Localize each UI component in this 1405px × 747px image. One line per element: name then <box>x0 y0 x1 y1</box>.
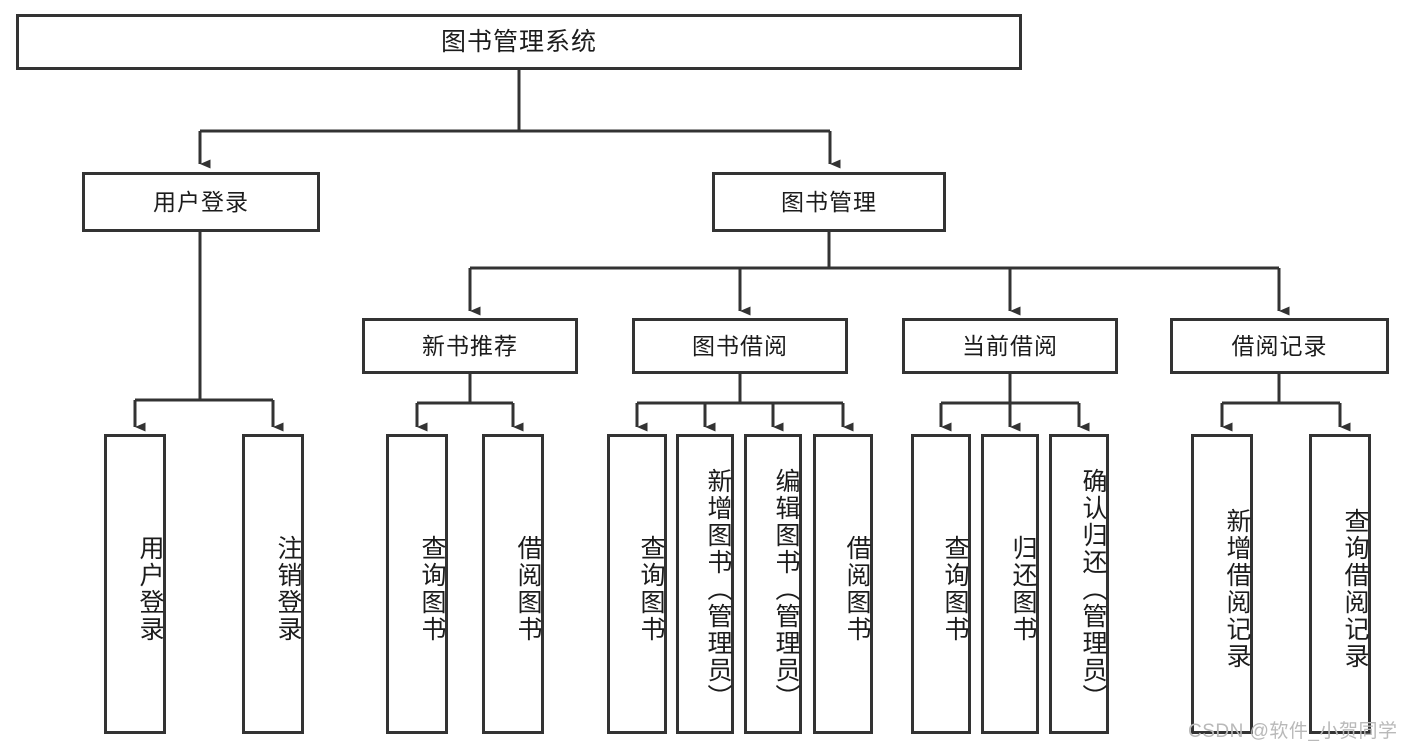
node-new-book-recommend[interactable]: 新书推荐 <box>362 318 578 374</box>
leaf-new-book-borrow[interactable]: 借阅图书 <box>482 434 544 734</box>
node-user-login[interactable]: 用户登录 <box>82 172 320 232</box>
leaf-label: 注销登录 <box>274 535 302 643</box>
leaf-label: 确认归还（管理员） <box>1079 467 1107 711</box>
leaf-label: 查询借阅记录 <box>1341 508 1369 670</box>
leaf-book-borrow-query[interactable]: 查询图书 <box>607 434 667 734</box>
leaf-current-borrow-query[interactable]: 查询图书 <box>911 434 971 734</box>
node-root-system[interactable]: 图书管理系统 <box>16 14 1022 70</box>
node-book-borrow[interactable]: 图书借阅 <box>632 318 848 374</box>
leaf-label: 查询图书 <box>941 535 969 643</box>
node-borrow-record[interactable]: 借阅记录 <box>1170 318 1389 374</box>
leaf-borrow-record-query[interactable]: 查询借阅记录 <box>1309 434 1371 734</box>
leaf-borrow-record-add[interactable]: 新增借阅记录 <box>1191 434 1253 734</box>
leaf-label: 新增借阅记录 <box>1223 508 1251 670</box>
leaf-book-borrow-edit[interactable]: 编辑图书（管理员） <box>744 434 802 734</box>
leaf-label: 用户登录 <box>136 535 164 643</box>
leaf-label: 编辑图书（管理员） <box>772 467 800 711</box>
node-book-management[interactable]: 图书管理 <box>712 172 946 232</box>
leaf-book-borrow-borrow[interactable]: 借阅图书 <box>813 434 873 734</box>
leaf-user-login-logout[interactable]: 注销登录 <box>242 434 304 734</box>
leaf-label: 新增图书（管理员） <box>704 467 732 711</box>
leaf-current-borrow-return[interactable]: 归还图书 <box>981 434 1039 734</box>
leaf-user-login-login[interactable]: 用户登录 <box>104 434 166 734</box>
leaf-label: 借阅图书 <box>514 535 542 643</box>
leaf-label: 借阅图书 <box>843 535 871 643</box>
csdn-watermark: CSDN @软件_小贺同学 <box>1188 721 1398 742</box>
leaf-label: 查询图书 <box>418 535 446 643</box>
node-current-borrow[interactable]: 当前借阅 <box>902 318 1118 374</box>
leaf-current-borrow-confirm[interactable]: 确认归还（管理员） <box>1049 434 1109 734</box>
leaf-book-borrow-add[interactable]: 新增图书（管理员） <box>676 434 734 734</box>
leaf-label: 归还图书 <box>1009 535 1037 643</box>
leaf-new-book-query[interactable]: 查询图书 <box>386 434 448 734</box>
leaf-label: 查询图书 <box>637 535 665 643</box>
